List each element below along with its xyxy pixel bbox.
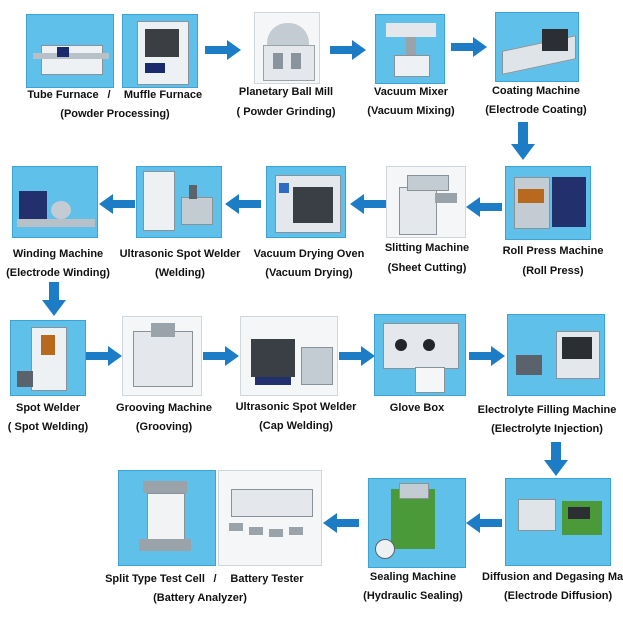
battery-tester-image — [218, 470, 322, 566]
vacuum-mixer-image — [375, 14, 445, 84]
electrolyte-filling-machine-image — [507, 314, 605, 396]
powder-grinding-label: ( Powder Grinding) — [236, 106, 336, 118]
arrow-left — [99, 194, 135, 214]
arrow-right — [330, 40, 366, 60]
diffusion-degasing-machine-image — [505, 478, 611, 566]
planetary-ball-mill-label: Planetary Ball Mill — [238, 86, 334, 98]
vacuum-drying-oven-label: Vacuum Drying Oven — [253, 248, 365, 260]
spot-welder-label: Spot Welder — [16, 402, 80, 414]
glove-box-image — [374, 314, 466, 396]
vacuum-mixing-label: (Vacuum Mixing) — [367, 105, 455, 117]
muffle-furnace-image — [122, 14, 198, 88]
ultrasonic-spot-welder-cap-label: Ultrasonic Spot Welder — [235, 401, 357, 413]
arrow-right — [86, 346, 122, 366]
winding-machine-image — [12, 166, 98, 238]
hydraulic-sealing-label: (Hydraulic Sealing) — [363, 590, 463, 602]
powder-processing-label: (Powder Processing) — [60, 108, 170, 120]
split-type-test-cell-image — [118, 470, 216, 566]
arrow-right — [205, 40, 241, 60]
sealing-machine-label: Sealing Machine — [369, 571, 457, 583]
arrow-left — [466, 513, 502, 533]
arrow-right — [469, 346, 505, 366]
sealing-machine-image — [368, 478, 466, 568]
roll-press-machine-label: Roll Press Machine — [502, 245, 604, 257]
muffle-furnace-label: Muffle Furnace — [123, 89, 203, 101]
arrow-right — [339, 346, 375, 366]
battery-analyzer-label: (Battery Analyzer) — [153, 592, 247, 604]
arrow-right — [203, 346, 239, 366]
sheet-cutting-label: (Sheet Cutting) — [387, 262, 467, 274]
slitting-machine-image — [386, 166, 466, 238]
ultrasonic-spot-welder-image — [136, 166, 222, 238]
electrode-winding-label: (Electrode Winding) — [6, 267, 110, 279]
electrode-coating-label: (Electrode Coating) — [485, 104, 587, 116]
arrow-left — [323, 513, 359, 533]
electrolyte-injection-label: (Electrolyte Injection) — [491, 423, 603, 435]
vacuum-drying-label: (Vacuum Drying) — [265, 267, 353, 279]
slitting-machine-label: Slitting Machine — [384, 242, 470, 254]
arrow-left — [466, 197, 502, 217]
grooving-machine-image — [122, 316, 202, 396]
cap-welding-label: (Cap Welding) — [259, 420, 333, 432]
battery-tester-label: Battery Tester — [230, 573, 304, 585]
arrow-down — [544, 442, 568, 476]
slash-separator: / — [213, 573, 217, 585]
ultrasonic-spot-welder-cap-image — [240, 316, 338, 396]
tube-furnace-label: Tube Furnace — [27, 89, 99, 101]
spot-welding-label: ( Spot Welding) — [7, 421, 89, 433]
spot-welder-image — [10, 320, 86, 396]
slash-separator: / — [107, 89, 111, 101]
vacuum-drying-oven-image — [266, 166, 346, 238]
ultrasonic-spot-welder-label: Ultrasonic Spot Welder — [119, 248, 241, 260]
arrow-down — [511, 122, 535, 160]
planetary-ball-mill-image — [254, 12, 320, 84]
arrow-right — [451, 37, 487, 57]
arrow-down — [42, 282, 66, 316]
electrode-diffusion-label: (Electrode Diffusion) — [504, 590, 613, 602]
coating-machine-label: Coating Machine — [491, 85, 580, 97]
grooving-machine-label: Grooving Machine — [116, 402, 212, 414]
welding-label: (Welding) — [155, 267, 205, 279]
arrow-left — [350, 194, 386, 214]
roll-press-label: (Roll Press) — [522, 265, 584, 277]
grooving-label: (Grooving) — [135, 421, 193, 433]
winding-machine-label: Winding Machine — [12, 248, 104, 260]
diffusion-degasing-machine-label: Diffusion and Degasing Ma — [482, 571, 623, 583]
split-type-test-cell-label: Split Type Test Cell — [105, 573, 205, 585]
vacuum-mixer-label: Vacuum Mixer — [374, 86, 448, 98]
electrolyte-filling-machine-label: Electrolyte Filling Machine — [477, 404, 617, 416]
roll-press-machine-image — [505, 166, 591, 240]
glove-box-label: Glove Box — [389, 402, 445, 414]
coating-machine-image — [495, 12, 579, 82]
arrow-left — [225, 194, 261, 214]
tube-furnace-image — [26, 14, 114, 88]
